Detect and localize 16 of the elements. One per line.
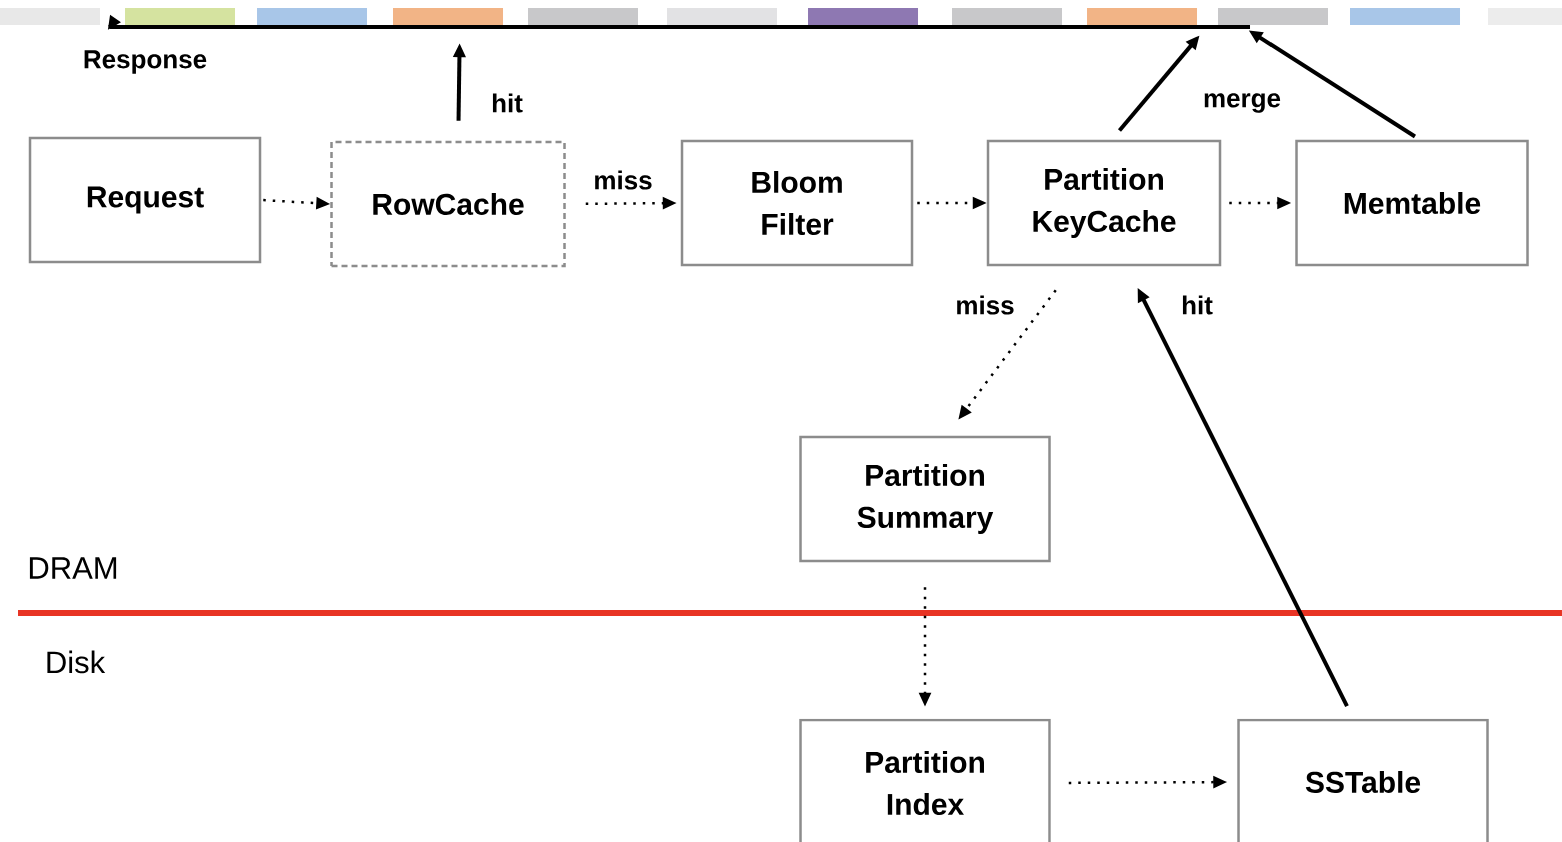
edge-label: hit — [1179, 293, 1215, 317]
process-box: Partition Index — [799, 718, 1051, 842]
response-label: Response — [84, 50, 207, 74]
edge-label: merge — [1201, 91, 1284, 115]
process-box: Partition Summary — [799, 435, 1051, 563]
process-box: SSTable — [1237, 718, 1489, 842]
process-box: Request — [28, 136, 262, 264]
edge-label: hit — [489, 91, 525, 115]
process-box: Bloom Filter — [680, 139, 914, 267]
process-box: Partition KeyCache — [986, 139, 1222, 267]
edge-label: miss — [591, 168, 655, 192]
process-box: Memtable — [1295, 139, 1529, 267]
edge-label: miss — [953, 293, 1017, 317]
process-box: RowCache — [330, 140, 566, 268]
memory-label: DRAM — [29, 557, 117, 579]
memory-label: Disk — [47, 650, 106, 674]
